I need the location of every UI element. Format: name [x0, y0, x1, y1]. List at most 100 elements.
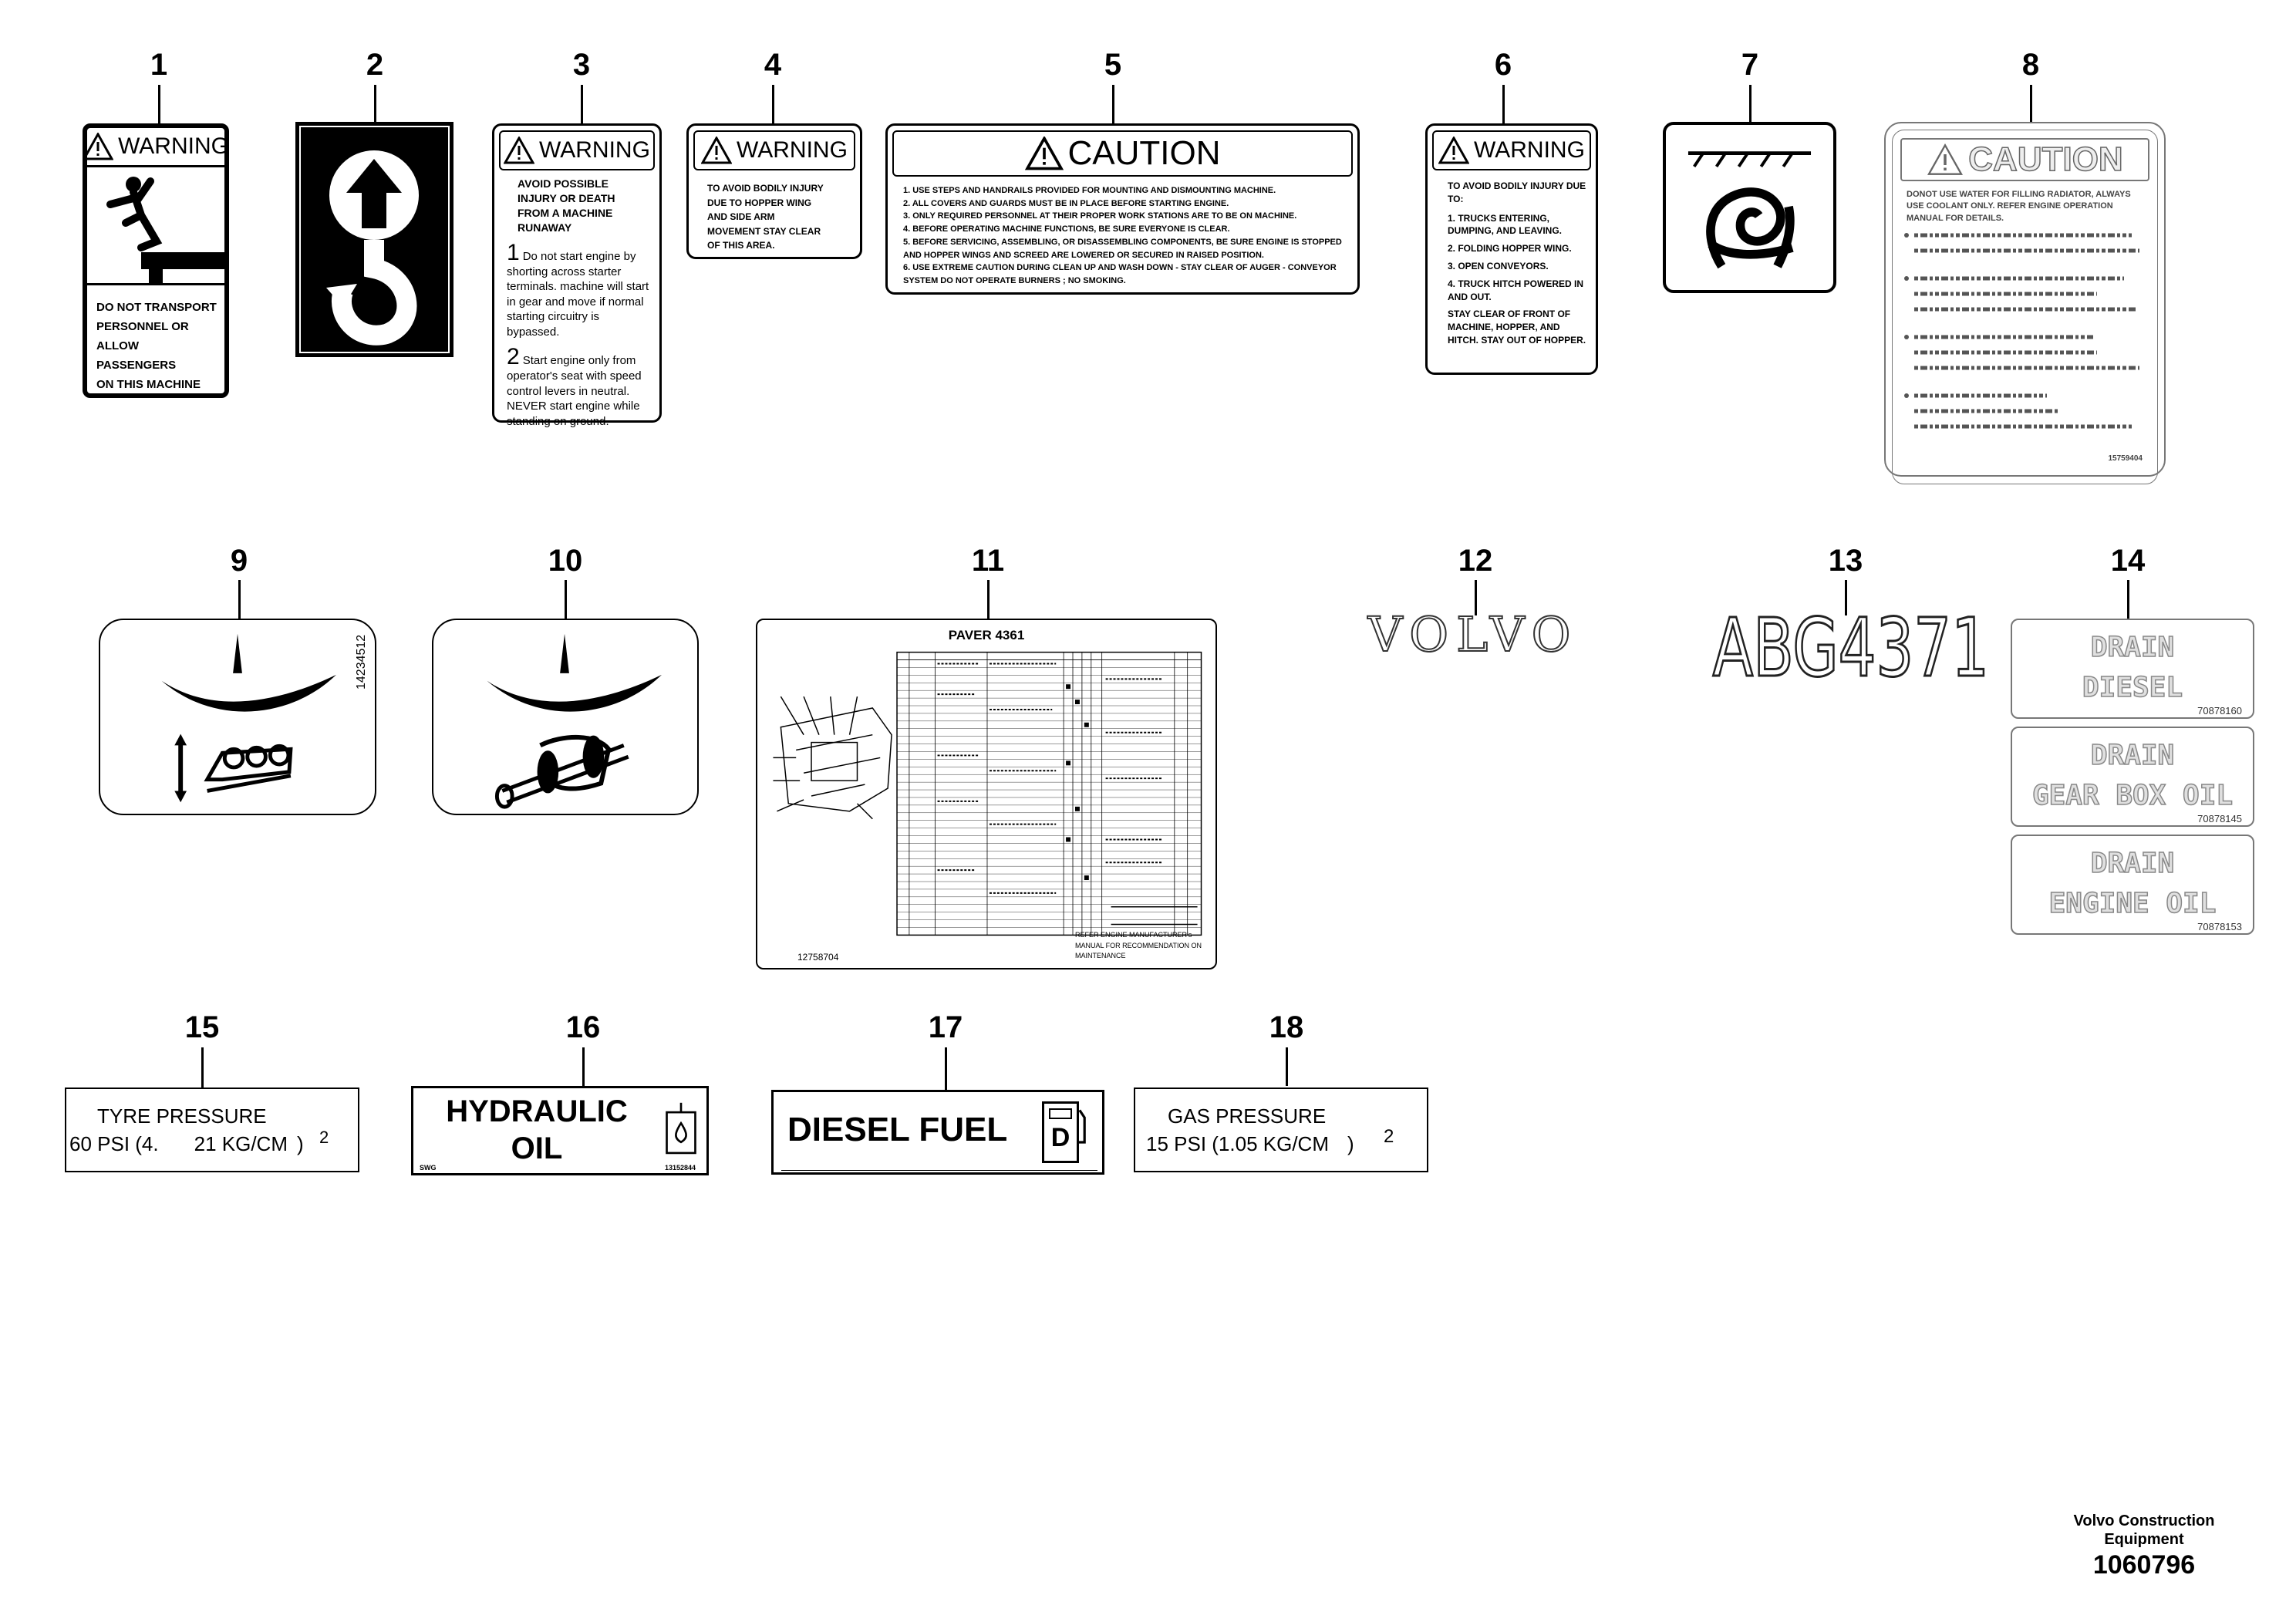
lubrication-table-graphic	[773, 651, 1202, 936]
warning-triangle-icon	[1024, 137, 1064, 170]
drain-label: ENGINE OIL	[2048, 887, 2217, 920]
leader-line	[1286, 1047, 1288, 1086]
drain-label: DRAIN	[2090, 631, 2175, 664]
decal-3-intro: AVOID POSSIBLE INJURY OR DEATH FROM A MA…	[518, 177, 615, 234]
multilingual-text-block	[1904, 233, 2139, 429]
company-name: Volvo Construction Equipment	[2073, 1512, 2215, 1548]
drain-diesel-decal: DRAIN DIESEL 70878160	[2011, 619, 2254, 719]
hydraulic-oil-decal: HYDRAULIC OIL SWG 13152844	[411, 1086, 709, 1175]
item-number-6: 6	[1494, 48, 1512, 82]
leader-line	[1475, 580, 1477, 615]
drain-label: GEAR BOX OIL	[2031, 779, 2234, 812]
warning-header: WARNING	[693, 130, 855, 170]
item-number-5: 5	[1104, 48, 1122, 82]
hydraulic-line-2: OIL	[511, 1131, 563, 1165]
decal-entanglement	[1663, 122, 1836, 293]
auger-rotation-icon	[487, 633, 663, 809]
item-number-16: 16	[565, 1010, 601, 1044]
leader-line	[945, 1047, 947, 1091]
hydraulic-right-code: 13152844	[664, 1164, 696, 1172]
falling-person-icon	[106, 177, 224, 283]
item-number-12: 12	[1458, 544, 1493, 578]
warning-triangle-icon	[1927, 143, 1964, 175]
leader-line	[238, 580, 241, 619]
caution-item: 3. ONLY REQUIRED PERSONNEL AT THEIR PROP…	[903, 211, 1297, 221]
warning-triangle-icon	[701, 137, 733, 164]
caution-item: 6. USE EXTREME CAUTION DURING CLEAN UP A…	[903, 263, 1337, 286]
decal-9-code: 14234512	[355, 634, 368, 690]
drain-code: 70878145	[2197, 813, 2242, 824]
decal-6-item: 2. FOLDING HOPPER WING.	[1448, 243, 1572, 255]
document-number: 1060796	[2092, 1550, 2196, 1580]
decal-1-line: DO NOT TRANSPORT	[96, 301, 217, 314]
item-number-17: 17	[928, 1010, 963, 1044]
leader-line	[987, 580, 990, 619]
leader-line	[2127, 580, 2129, 619]
drain-gearbox-oil-decal: DRAIN GEAR BOX OIL 70878145	[2011, 727, 2254, 827]
leader-line	[374, 85, 376, 122]
decal-general-caution: CAUTION 1. USE STEPS AND HANDRAILS PROVI…	[885, 123, 1360, 295]
decal-lifting-hook	[295, 122, 453, 357]
leader-line	[158, 85, 160, 125]
hydraulic-line-1: HYDRAULIC	[446, 1094, 628, 1128]
decal-6-intro: TO AVOID BODILY INJURY DUE TO:	[1448, 180, 1586, 204]
drain-code: 70878160	[2197, 705, 2242, 717]
warning-header: WARNING	[1432, 130, 1591, 170]
decal-1-line: ON THIS MACHINE	[96, 378, 201, 391]
diesel-fuel-label: DIESEL FUEL	[787, 1111, 1008, 1148]
caution-item: 1. USE STEPS AND HANDRAILS PROVIDED FOR …	[903, 186, 1276, 195]
caution-item: 2. ALL COVERS AND GUARDS MUST BE IN PLAC…	[903, 198, 1229, 208]
decal-6-item: 4. TRUCK HITCH POWERED IN AND OUT.	[1448, 278, 1584, 302]
item-number-4: 4	[764, 48, 782, 82]
item-number-3: 3	[572, 48, 591, 82]
model-number-decal: ABG4371	[1711, 601, 1990, 695]
item-number-8: 8	[2021, 48, 2040, 82]
item-number-11: 11	[971, 544, 1005, 578]
warning-triangle-icon	[83, 133, 114, 160]
chart-note: REFER ENGINE MANUFACTURER's MANUAL FOR R…	[1075, 931, 1202, 959]
tyre-pressure-decal: TYRE PRESSURE 60 PSI (4.21 KG/CM) 2	[65, 1088, 359, 1172]
warning-triangle-icon	[504, 137, 535, 164]
caution-item: 4. BEFORE OPERATING MACHINE FUNCTIONS, B…	[903, 224, 1230, 234]
drain-code: 70878153	[2197, 921, 2242, 932]
leader-line	[1845, 580, 1847, 615]
leader-line	[1749, 85, 1752, 122]
decal-coolant-caution: CAUTION DONOT USE WATER FOR FILLING RADI…	[1884, 122, 2166, 484]
drain-label: DRAIN	[2090, 847, 2175, 880]
rotating-shaft-entanglement-icon	[1687, 151, 1812, 269]
warning-header: WARNING	[499, 130, 655, 170]
gas-pressure-title: GAS PRESSURE	[1168, 1104, 1327, 1128]
tyre-pressure-title: TYRE PRESSURE	[97, 1104, 267, 1128]
drain-label: DRAIN	[2090, 739, 2175, 772]
caution-header: CAUTION	[1900, 138, 2149, 181]
chart-title: PAVER 4361	[948, 628, 1025, 642]
decal-1-line: ALLOW PASSENGERS	[96, 339, 177, 372]
leader-line	[565, 580, 567, 619]
fuel-pump-icon: D	[1042, 1101, 1079, 1163]
decal-8-code: 15759404	[2108, 454, 2143, 463]
caution-header: CAUTION	[892, 130, 1353, 177]
decal-6-text: TO AVOID BODILY INJURY DUE TO: 1. TRUCKS…	[1428, 175, 1596, 347]
item-number-14: 14	[2110, 544, 2146, 578]
item-number-15: 15	[184, 1010, 220, 1044]
screed-lift-icon	[161, 633, 336, 803]
item-number-1: 1	[150, 48, 168, 82]
chart-code: 12758704	[797, 952, 839, 963]
decal-6-item: 1. TRUCKS ENTERING, DUMPING, AND LEAVING…	[1448, 212, 1563, 237]
item-number-2: 2	[366, 48, 384, 82]
lifting-hook-icon	[299, 126, 450, 353]
decal-screed-lift: 14234512	[99, 619, 376, 815]
leader-line	[1502, 85, 1505, 123]
item-number-18: 18	[1269, 1010, 1304, 1044]
decal-runaway-warning: WARNING AVOID POSSIBLE INJURY OR DEATH F…	[492, 123, 662, 428]
tyre-pressure-value: 60 PSI (4.21 KG/CM)	[69, 1132, 304, 1155]
decal-4-text: TO AVOID BODILY INJURY DUE TO HOPPER WIN…	[707, 183, 824, 251]
decal-hopper-wing-warning: WARNING TO AVOID BODILY INJURY DUE TO HO…	[686, 123, 862, 259]
warning-header: WARNING	[83, 128, 229, 167]
decal-1-line: PERSONNEL OR	[96, 320, 189, 333]
drain-engine-oil-decal: DRAIN ENGINE OIL 70878153	[2011, 835, 2254, 935]
decal-lubrication-chart: PAVER 4361	[756, 619, 1217, 969]
diesel-fuel-decal: DIESEL FUEL D	[771, 1090, 1104, 1175]
caution-item: 5. BEFORE SERVICING, ASSEMBLING, OR DISA…	[903, 237, 1342, 260]
